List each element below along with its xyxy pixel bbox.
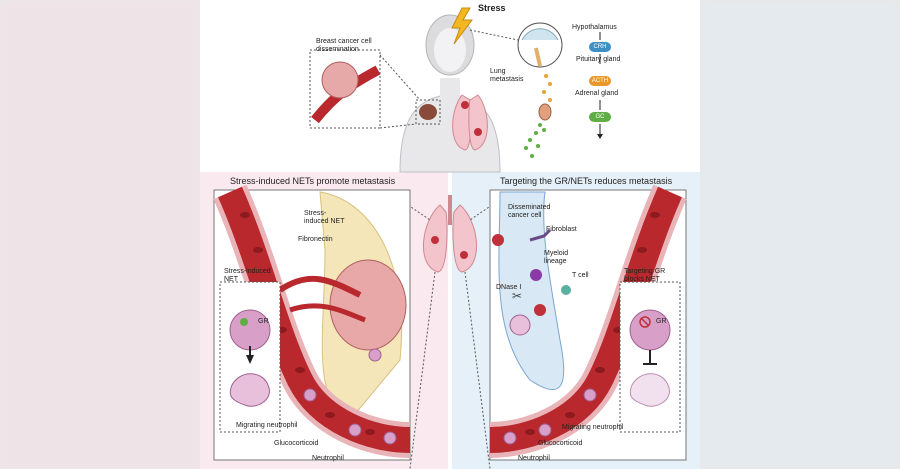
right-neutrophil-label: Neutrophil	[518, 455, 550, 462]
left-fibronectin-label: Fibronectin	[298, 236, 333, 243]
lung-label: Lung metastasis	[490, 68, 524, 83]
breast-label: Breast cancer cell dissemination	[316, 38, 372, 53]
right-migrating-label: Migrating neutrophil	[562, 424, 624, 431]
scissors-icon: ✂	[512, 289, 522, 303]
right-targeting-label: Targeting GR blocks NET	[624, 268, 666, 283]
right-panel-title: Targeting the GR/NETs reduces metastasis	[500, 176, 673, 186]
right-fibroblast-label: Fibroblast	[546, 226, 577, 233]
person-figure	[399, 14, 501, 173]
right-tcell-label: T cell	[572, 272, 589, 279]
left-metastasis	[329, 259, 407, 351]
right-disseminated-label: Disseminated cancer cell	[508, 204, 551, 219]
tumor-icon	[321, 61, 359, 99]
t-cell-icon	[561, 285, 571, 295]
lungs-icon	[452, 94, 488, 151]
left-inset-net-label: Stress-induced NET	[224, 268, 271, 283]
neutrophil-icon	[229, 309, 271, 351]
left-neutrophil-label: Neutrophil	[312, 455, 344, 462]
hpa-hormone-0: CRH	[589, 42, 611, 52]
blurred-left-background	[0, 0, 200, 469]
hpa-hormone-1: ACTH	[589, 76, 611, 86]
blurred-right-background	[700, 0, 900, 469]
fibroblast-icon	[529, 228, 552, 242]
left-stress-net-label: Stress-induced NET	[304, 210, 345, 225]
left-migrating-label: Migrating neutrophil	[236, 422, 298, 429]
stress-label: Stress	[478, 3, 506, 13]
right-tissue	[498, 191, 565, 390]
lightning-icon	[451, 7, 473, 45]
hpa-organ-2: Adrenal gland	[575, 90, 619, 97]
hpa-organ-1: Pituitary gland	[576, 56, 621, 63]
net-icon	[229, 373, 270, 407]
graphical-abstract: ✂ Stress Breast cancer cell disseminatio…	[200, 0, 700, 469]
left-panel-title: Stress-induced NETs promote metastasis	[230, 176, 396, 186]
right-dnase-label: DNase I	[496, 284, 522, 291]
hpa-hormone-2: GC	[589, 112, 611, 122]
diagram-canvas: ✂	[200, 7, 700, 469]
adrenal-icon	[538, 103, 552, 121]
blocked-icon	[639, 316, 651, 328]
myeloid-icon	[530, 269, 542, 281]
right-gc-label: Glucocorticoid	[538, 440, 583, 447]
left-gc-label: Glucocorticoid	[274, 440, 319, 447]
left-gr-label: GR	[258, 318, 269, 325]
cancer-cell-icon	[492, 234, 504, 246]
hpa-organ-0: Hypothalamus	[572, 24, 617, 31]
right-myeloid-label: Myeloid lineage	[544, 250, 569, 265]
right-gr-label: GR	[656, 318, 667, 325]
center-lungs-icon	[423, 195, 477, 273]
